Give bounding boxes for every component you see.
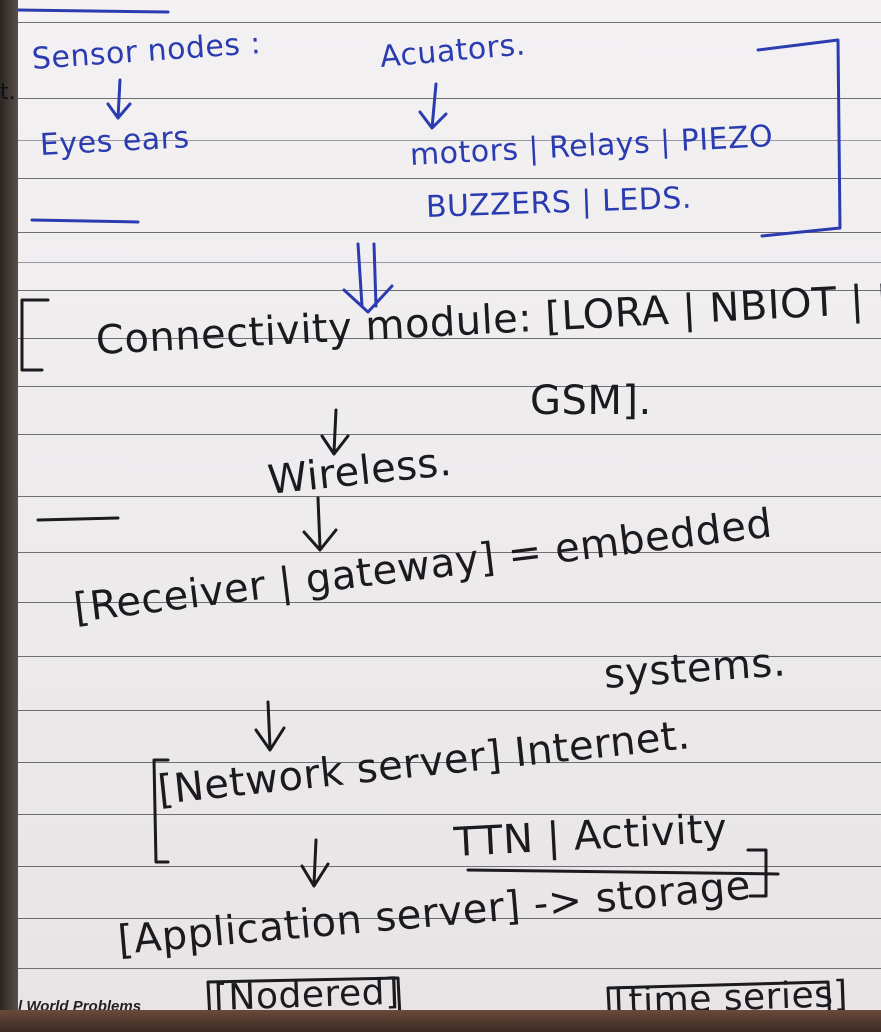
right-bracket bbox=[756, 38, 842, 238]
photo-edge bbox=[0, 0, 18, 1032]
underline bbox=[466, 868, 780, 876]
arrow-down-icon bbox=[302, 496, 338, 552]
arrow-down-icon bbox=[320, 408, 350, 456]
arrow-down-icon bbox=[106, 78, 132, 120]
left-bracket bbox=[152, 758, 170, 864]
left-bracket bbox=[20, 298, 50, 372]
notebook-page: Sensor nodes : Acuators. Eyes ears motor… bbox=[18, 0, 881, 1032]
arrow-down-icon bbox=[254, 700, 286, 752]
photo-bottom-edge bbox=[0, 1010, 881, 1032]
pen-strokes bbox=[18, 8, 842, 1028]
underline bbox=[18, 8, 170, 14]
left-bracket bbox=[36, 516, 120, 522]
arrow-down-icon bbox=[300, 838, 330, 888]
gsm-text: GSM]. bbox=[530, 378, 652, 424]
arrow-double-down-icon bbox=[342, 242, 394, 314]
arrow-down-icon bbox=[418, 82, 448, 130]
corner-mark: t. bbox=[0, 80, 16, 105]
underline bbox=[30, 218, 140, 224]
